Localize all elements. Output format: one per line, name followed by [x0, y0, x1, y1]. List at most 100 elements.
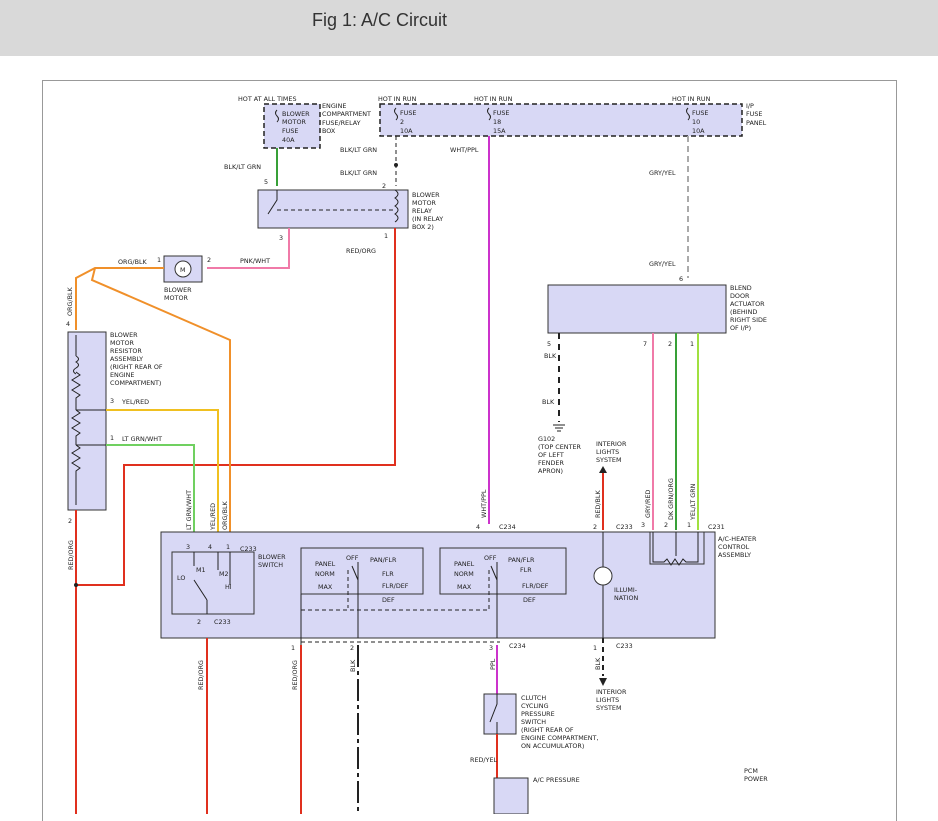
wire-yel-red — [106, 409, 219, 548]
fuse-bm-line4: 40A — [282, 136, 295, 144]
ip-fuse-panel-box — [379, 103, 743, 137]
int-lights-top-1: INTERIOR — [596, 440, 627, 448]
illum-line1: ILLUMI- — [614, 586, 637, 594]
wire-org-blk-switch — [90, 267, 231, 548]
g102-line5: APRON) — [538, 467, 563, 475]
wire-pnk-wht — [207, 228, 290, 269]
blend-potentiometer-box — [649, 531, 705, 565]
resistor-line7: COMPARTMENT) — [110, 379, 161, 387]
clutch-line6: ENGINE COMPARTMENT, — [521, 734, 598, 742]
ac-pressure-label: A/C PRESSURE — [533, 776, 580, 784]
mr-panflr: PAN/FLR — [508, 556, 535, 564]
bs-pin-2: 2 — [197, 618, 201, 626]
bs-label-1: BLOWER — [258, 553, 286, 561]
wire-label-blk-ltgrn-3: BLK/LT GRN — [340, 169, 377, 177]
pcm-line2: POWER — [744, 775, 768, 783]
blend-line1: BLEND — [730, 284, 752, 292]
ctrl-pin-1b: 1 — [687, 521, 691, 529]
fuse2-line3: 10A — [400, 127, 413, 135]
ml-flr: FLR — [382, 570, 394, 578]
ac-heater-line1: A/C-HEATER — [718, 535, 757, 543]
resistor-thermal — [73, 355, 79, 375]
wire-label-blk-3: BLK — [349, 659, 357, 672]
relay-line4: (IN RELAY — [412, 215, 443, 223]
g102-line2: (TOP CENTER — [538, 443, 582, 451]
ml-panflr: PAN/FLR — [370, 556, 397, 564]
wire-label-red-org-1: RED/ORG — [346, 247, 376, 255]
resistor-line1: BLOWER — [110, 331, 138, 339]
wire-label-red-org-4: RED/ORG — [291, 660, 299, 690]
int-lights-top-2: LIGHTS — [596, 448, 619, 456]
blend-pin-2: 2 — [668, 340, 672, 348]
wire-label-gry-red: GRY/RED — [644, 489, 652, 518]
clutch-line4: SWITCH — [521, 718, 546, 726]
blower-motor-resistor — [67, 331, 107, 511]
fuse-bm-line1: BLOWER — [282, 110, 310, 118]
g102-line1: G102 — [538, 435, 555, 443]
motor-m-glyph: M — [180, 266, 186, 274]
resistor-pin-3: 3 — [110, 397, 114, 405]
mode-switch-right — [439, 547, 567, 595]
speed-lo: LO — [177, 574, 185, 582]
mr-norm: NORM — [454, 570, 474, 578]
relay-line3: RELAY — [412, 207, 432, 215]
bs-label-2: SWITCH — [258, 561, 283, 569]
title-bar: Fig 1: A/C Circuit — [0, 0, 938, 56]
hot-run-label-1: HOT IN RUN — [378, 95, 417, 103]
blend-pin-7: 7 — [643, 340, 647, 348]
resistor-r2 — [71, 409, 81, 445]
blend-line2: DOOR — [730, 292, 750, 300]
fuse10-line3: 10A — [692, 127, 705, 135]
relay-pin-2: 2 — [382, 182, 386, 190]
speed-m2: M2 — [219, 570, 229, 578]
blower-motor-fuse-box — [263, 103, 321, 149]
wire-label-pnk-wht: PNK/WHT — [240, 257, 270, 265]
resistor-line2: MOTOR — [110, 339, 134, 347]
blend-pin-5: 5 — [547, 340, 551, 348]
ctrl-pin-3b: 3 — [641, 521, 645, 529]
illumination-bulb — [593, 566, 613, 586]
ip-panel-line1: I/P — [746, 102, 754, 110]
c234-bottom: C234 — [509, 642, 526, 650]
blend-line5: RIGHT SIDE — [730, 316, 767, 324]
relay-pin-3: 3 — [279, 234, 283, 242]
ctrl-pin-2b: 2 — [664, 521, 668, 529]
clutch-cycling-pressure-switch — [483, 693, 517, 735]
blower-motor-relay — [257, 189, 409, 229]
resistor-line6: ENGINE — [110, 371, 134, 379]
ip-panel-line2: FUSE — [746, 110, 762, 118]
c233-bs-bottom: C233 — [214, 618, 231, 626]
arrow-up — [599, 466, 607, 473]
splice-red-org — [74, 583, 78, 587]
blower-switch-contacts — [193, 552, 231, 614]
ml-off: OFF — [346, 554, 359, 562]
clutch-switch-contact — [489, 694, 498, 734]
ml-flrdef: FLR/DEF — [382, 582, 409, 590]
splice-dot — [394, 163, 398, 167]
clutch-line3: PRESSURE — [521, 710, 555, 718]
wire-label-red-org-2: RED/ORG — [67, 540, 75, 570]
relay-line2: MOTOR — [412, 199, 436, 207]
c234-top: C234 — [499, 523, 516, 531]
hot-at-all-times-label: HOT AT ALL TIMES — [238, 95, 297, 103]
ctrl-pin-4: 4 — [476, 523, 480, 531]
clutch-line7: ON ACCUMULATOR) — [521, 742, 584, 750]
relay-pin-1: 1 — [384, 232, 388, 240]
ml-contact — [351, 562, 359, 638]
motor-label-2: MOTOR — [164, 294, 188, 302]
wire-label-yel-ltgrn: YEL/LT GRN — [689, 483, 697, 521]
wire-label-wht-ppl-v: WHT/PPL — [480, 489, 488, 518]
fuse18-line2: 18 — [493, 118, 501, 126]
wire-label-blk-ltgrn-1: BLK/LT GRN — [224, 163, 261, 171]
fuse18-line3: 15A — [493, 127, 506, 135]
wire-label-red-yel: RED/YEL — [470, 756, 497, 764]
wire-label-dkgrn-org: DK GRN/ORG — [667, 478, 675, 520]
illum-line2: NATION — [614, 594, 638, 602]
ac-heater-control-assembly — [160, 531, 716, 639]
bs-pin-3: 3 — [186, 543, 190, 551]
blend-line4: (BEHIND — [730, 308, 757, 316]
g102-line3: OF LEFT — [538, 451, 564, 459]
blend-pin-1: 1 — [690, 340, 694, 348]
relay-pin-5: 5 — [264, 178, 268, 186]
mr-flr: FLR — [520, 566, 532, 574]
